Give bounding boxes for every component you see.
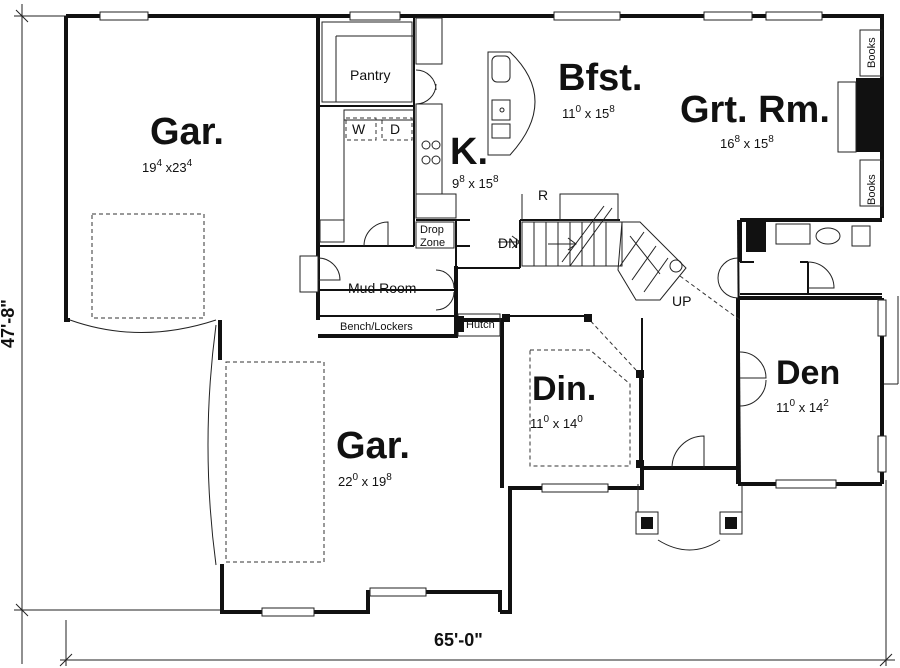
powder-room	[717, 222, 871, 299]
mud-room-label: Mud Room	[348, 280, 416, 296]
kitchen-size: 98 x 158	[452, 174, 499, 191]
washer-label: W	[352, 121, 366, 137]
hutch-label: Hutch	[466, 319, 495, 331]
drop-zone-label-1: Drop	[420, 224, 444, 236]
refrigerator-label: R	[538, 187, 548, 203]
stairs	[498, 205, 741, 371]
mud-room	[317, 257, 501, 337]
books-label-bottom: Books	[866, 174, 878, 205]
stairs-up-label: UP	[672, 293, 691, 309]
interior-walls	[318, 16, 882, 485]
garage-door-2	[207, 324, 325, 566]
dimension-lines	[14, 4, 895, 667]
drop-zone	[415, 221, 455, 249]
great-room-size: 168 x 158	[720, 134, 774, 151]
garage-2-size: 220 x 198	[338, 472, 392, 489]
fireplace	[837, 29, 883, 207]
pantry	[321, 21, 414, 103]
drop-zone-label-2: Zone	[420, 237, 445, 249]
dining-size: 110 x 140	[530, 414, 583, 431]
pantry-label: Pantry	[350, 67, 390, 83]
garage-1-name: Gar.	[150, 111, 224, 153]
den-name: Den	[776, 354, 840, 392]
garage-door-1	[69, 213, 217, 333]
kitchen-name: K.	[450, 131, 488, 173]
den-doors	[739, 351, 767, 407]
overall-width-label: 65'-0"	[434, 630, 483, 650]
great-room-name: Grt. Rm.	[680, 89, 830, 131]
den-size: 110 x 142	[776, 398, 829, 415]
stairs-down-label: DN	[498, 235, 518, 251]
porch	[635, 435, 743, 551]
laundry	[319, 109, 415, 247]
garage-1-size: 194 x234	[142, 158, 193, 175]
garage-2-name: Gar.	[336, 425, 410, 467]
bench-lockers-label: Bench/Lockers	[340, 321, 413, 333]
dining-ceiling	[502, 314, 644, 468]
dryer-label: D	[390, 121, 400, 137]
breakfast-size: 110 x 158	[562, 104, 615, 121]
breakfast-name: Bfst.	[558, 57, 642, 99]
dining-name: Din.	[532, 370, 596, 408]
windows	[99, 11, 887, 617]
books-label-top: Books	[866, 37, 878, 68]
overall-depth-label: 47'-8"	[0, 299, 18, 348]
kitchen-fixtures	[415, 17, 619, 221]
